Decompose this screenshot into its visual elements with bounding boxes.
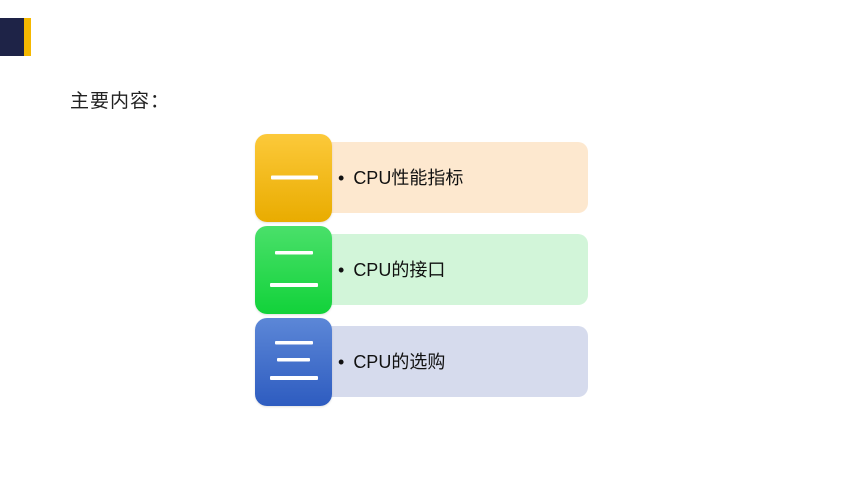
bullet: • bbox=[338, 260, 345, 280]
item-bar bbox=[303, 326, 588, 397]
number-badge bbox=[255, 134, 332, 222]
content-item-2: • CPU的接口 bbox=[255, 226, 588, 314]
corner-accent-gold bbox=[24, 18, 31, 56]
content-item-3: • CPU的选购 bbox=[255, 318, 588, 406]
numeral-three-graphic bbox=[270, 341, 318, 380]
item-label: • CPU的选购 bbox=[338, 348, 445, 374]
item-label: • CPU性能指标 bbox=[338, 164, 463, 190]
bullet: • bbox=[338, 168, 345, 188]
page-title: 主要内容： bbox=[70, 90, 171, 112]
item-text: CPU的接口 bbox=[353, 260, 446, 280]
corner-accent-dark bbox=[0, 18, 24, 56]
bullet: • bbox=[338, 352, 345, 372]
number-badge bbox=[255, 318, 332, 406]
content-item-1: • CPU性能指标 bbox=[255, 134, 588, 222]
numeral-one-graphic bbox=[271, 175, 318, 180]
item-text: CPU的选购 bbox=[353, 352, 446, 372]
item-text: CPU性能指标 bbox=[353, 168, 464, 188]
number-badge bbox=[255, 226, 332, 314]
item-bar bbox=[303, 234, 588, 305]
numeral-two-graphic bbox=[270, 251, 318, 287]
item-label: • CPU的接口 bbox=[338, 256, 445, 282]
item-bar bbox=[303, 142, 588, 213]
